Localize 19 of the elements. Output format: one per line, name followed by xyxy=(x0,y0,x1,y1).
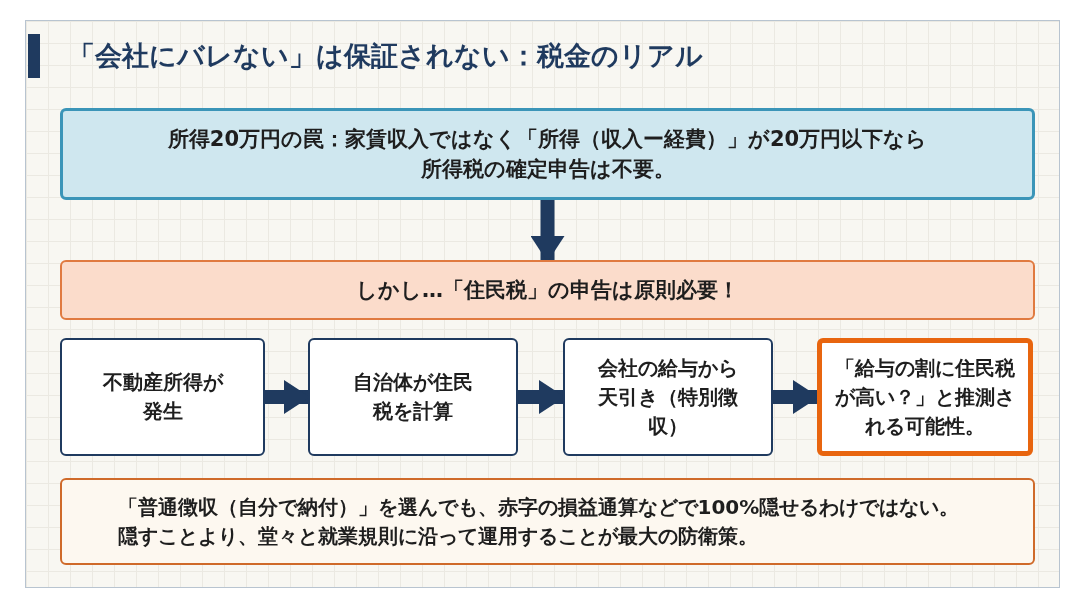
note-box xyxy=(60,478,1035,565)
process-box xyxy=(308,338,518,456)
arrow xyxy=(773,380,819,414)
title: 「会社にバレない」は保証されない：税金のリアル xyxy=(68,39,703,73)
box-text: 「普通徴収（自分で納付）」を選んでも、赤字の損益通算などで100%隠せるわけではない。隠すことより、堂々と就業規則に沿って運用することが最大の防衛策。 xyxy=(117,493,961,550)
process-box xyxy=(60,338,265,456)
box-text: 所得20万円の罠：家賃収入ではなく「所得（収入ー経費）」が20万円以下なら所得税の確定申告は不要。 xyxy=(166,125,929,183)
arrow xyxy=(530,200,565,262)
banner-box xyxy=(60,260,1035,320)
box-text: 会社の給与から天引き（特別徴収） xyxy=(597,354,739,440)
process-box xyxy=(563,338,773,456)
box-text: 「給与の割に住民税が高い？」と推測される可能性。 xyxy=(834,354,1016,440)
box-text: 不動産所得が発生 xyxy=(101,369,225,425)
box-text: 自治体が住民税を計算 xyxy=(352,369,474,425)
process-box xyxy=(817,338,1033,456)
box-text: しかし…「住民税」の申告は原則必要！ xyxy=(356,276,739,304)
arrow xyxy=(518,380,565,414)
note-box xyxy=(60,108,1035,200)
arrow xyxy=(265,380,310,414)
